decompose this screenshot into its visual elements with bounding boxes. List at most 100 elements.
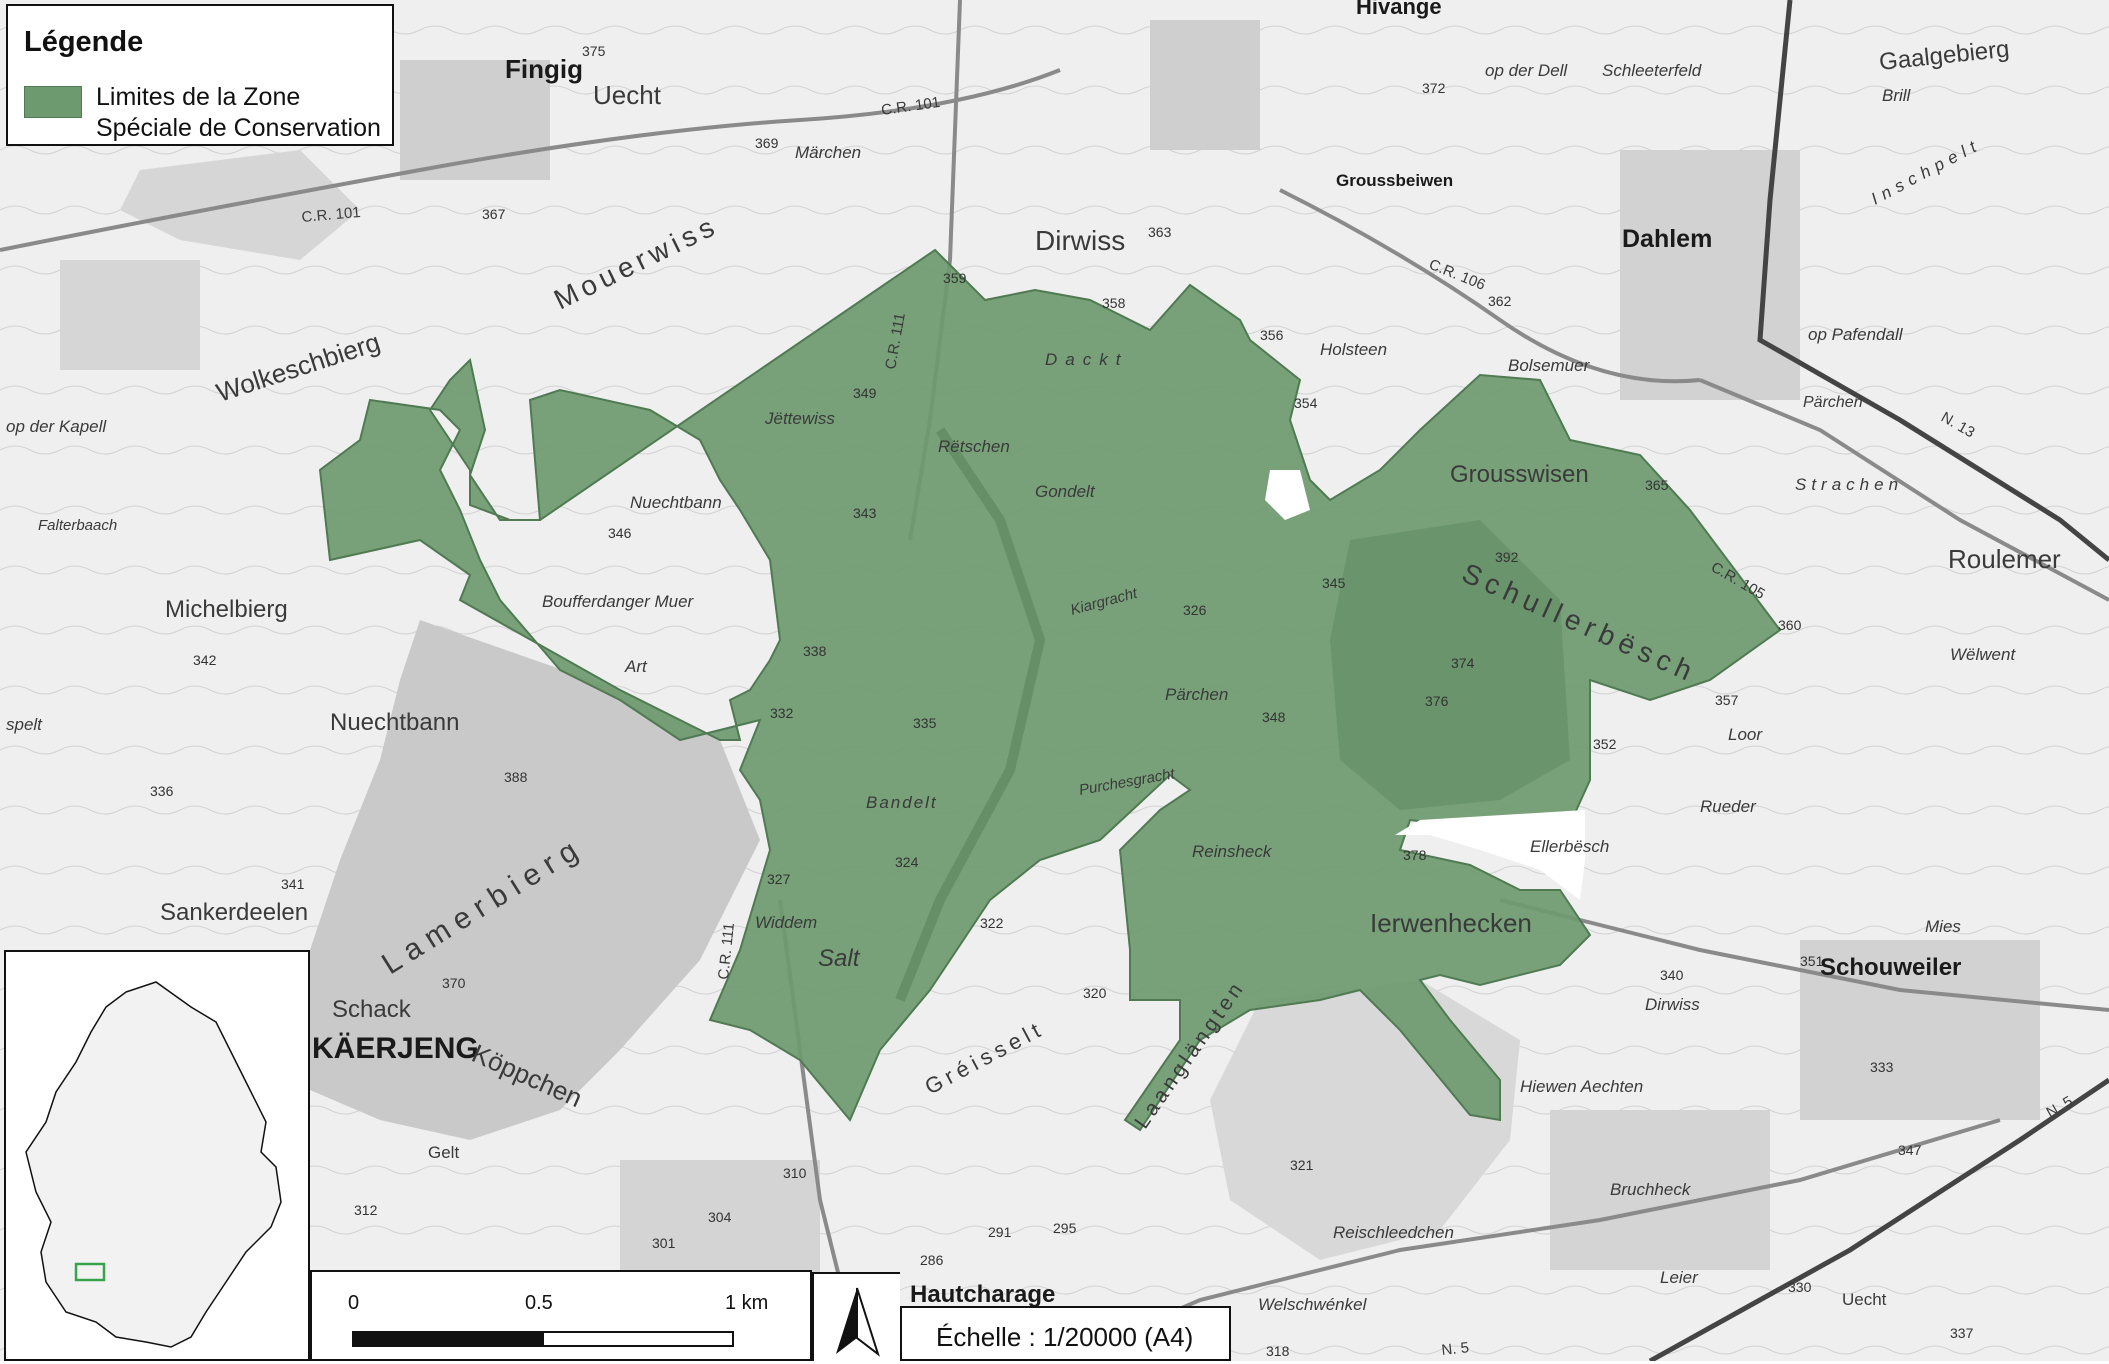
elev-333: 333 bbox=[1870, 1059, 1894, 1075]
elev-348: 348 bbox=[1262, 709, 1286, 725]
elev-322: 322 bbox=[980, 915, 1004, 931]
elev-356: 356 bbox=[1260, 327, 1284, 343]
north-arrow-icon bbox=[836, 1287, 880, 1357]
place-bolsemuer: Bolsemuer bbox=[1508, 356, 1591, 375]
place-kaerjeng: KÄERJENG bbox=[312, 1032, 479, 1065]
elev-360: 360 bbox=[1778, 617, 1802, 633]
place-dirwiss: Dirwiss bbox=[1035, 225, 1125, 256]
place-uecht-nw: Uecht bbox=[593, 80, 662, 110]
place-loor: Loor bbox=[1728, 725, 1763, 744]
place-marchen: Märchen bbox=[795, 143, 861, 162]
elev-304: 304 bbox=[708, 1209, 732, 1225]
elev-336: 336 bbox=[150, 783, 174, 799]
elev-352: 352 bbox=[1593, 736, 1617, 752]
place-nuechtbann: Nuechtbann bbox=[330, 709, 459, 736]
place-sankerdeelen: Sankerdeelen bbox=[160, 899, 308, 926]
elev-359: 359 bbox=[943, 270, 967, 286]
place-bandelt: Bandelt bbox=[866, 793, 938, 812]
elev-330: 330 bbox=[1788, 1279, 1812, 1295]
elev-349: 349 bbox=[853, 385, 877, 401]
zone-clearing bbox=[1395, 810, 1585, 900]
elev-335: 335 bbox=[913, 715, 937, 731]
place-parchen-e: Pärchen bbox=[1803, 394, 1863, 411]
place-schack: Schack bbox=[332, 996, 412, 1023]
elev-374: 374 bbox=[1451, 655, 1475, 671]
conservation-zone[interactable] bbox=[318, 248, 1782, 1132]
elev-358: 358 bbox=[1102, 295, 1126, 311]
elev-337: 337 bbox=[1950, 1325, 1974, 1341]
road-cr111b: C.R. 111 bbox=[715, 922, 738, 980]
place-op-der-dell: op der Dell bbox=[1485, 61, 1568, 80]
elev-388: 388 bbox=[504, 769, 528, 785]
elev-295: 295 bbox=[1053, 1220, 1077, 1236]
elev-340: 340 bbox=[1660, 967, 1684, 983]
place-michelbierg: Michelbierg bbox=[165, 596, 288, 623]
locator-extent-rectangle bbox=[74, 1262, 106, 1282]
elev-376: 376 bbox=[1425, 693, 1449, 709]
elev-354: 354 bbox=[1294, 395, 1318, 411]
place-reischleedchen: Reischleedchen bbox=[1333, 1223, 1454, 1242]
place-welschwenkel: Welschwénkel bbox=[1258, 1295, 1368, 1314]
place-labels: Fingig Uecht Mouerwiss Wolkeschbierg Mic… bbox=[6, 0, 2061, 1314]
elev-312: 312 bbox=[354, 1202, 378, 1218]
elev-346: 346 bbox=[608, 525, 632, 541]
place-parchen: Pärchen bbox=[1165, 685, 1228, 704]
elev-370: 370 bbox=[442, 975, 466, 991]
scale-tick-0: 0 bbox=[348, 1292, 360, 1314]
zone-clearing-2 bbox=[1265, 470, 1310, 520]
elev-351: 351 bbox=[1800, 953, 1824, 969]
elev-369: 369 bbox=[755, 135, 779, 151]
locator-map-inset bbox=[4, 950, 310, 1361]
place-dahlem: Dahlem bbox=[1622, 225, 1712, 253]
elev-363: 363 bbox=[1148, 224, 1172, 240]
place-holsteen: Holsteen bbox=[1320, 340, 1387, 359]
legend-title: Légende bbox=[24, 26, 144, 58]
elevation-labels: 359 358 356 354 349 343 346 338 332 335 … bbox=[150, 43, 1974, 1359]
place-ellerbesch: Ellerbësch bbox=[1530, 837, 1609, 856]
elev-372: 372 bbox=[1422, 80, 1446, 96]
elev-320: 320 bbox=[1083, 985, 1107, 1001]
place-schouweiler: Schouweiler bbox=[1820, 954, 1961, 981]
place-strachen: Strachen bbox=[1795, 475, 1903, 494]
scale-bar: 0 0.5 1 km bbox=[310, 1270, 812, 1361]
elev-343: 343 bbox=[853, 505, 877, 521]
scale-ratio-box: Échelle : 1/20000 (A4) bbox=[900, 1306, 1231, 1361]
legend-swatch-zone bbox=[24, 86, 82, 118]
elev-318: 318 bbox=[1266, 1343, 1290, 1359]
elev-342: 342 bbox=[193, 652, 217, 668]
elev-327: 327 bbox=[767, 871, 791, 887]
elev-324: 324 bbox=[895, 854, 919, 870]
place-widdem: Widdem bbox=[755, 913, 817, 932]
elev-332: 332 bbox=[770, 705, 794, 721]
place-grousswisen: Grousswisen bbox=[1450, 461, 1589, 488]
place-uecht-se: Uecht bbox=[1842, 1290, 1887, 1309]
elev-357: 357 bbox=[1715, 692, 1739, 708]
elev-375: 375 bbox=[582, 43, 606, 59]
elev-347: 347 bbox=[1898, 1142, 1922, 1158]
place-dirwiss-e: Dirwiss bbox=[1645, 995, 1700, 1014]
elev-362: 362 bbox=[1488, 293, 1512, 309]
place-roulemer: Roulemer bbox=[1948, 544, 2061, 574]
place-hautcharage: Hautcharage bbox=[910, 1281, 1055, 1308]
place-mies: Mies bbox=[1925, 917, 1961, 936]
elev-326: 326 bbox=[1183, 602, 1207, 618]
railway bbox=[1648, 0, 2109, 1361]
elev-378: 378 bbox=[1403, 847, 1427, 863]
place-op-pafendall: op Pafendall bbox=[1808, 325, 1904, 344]
place-jettewiss: Jëttewiss bbox=[764, 409, 835, 428]
place-fingig: Fingig bbox=[505, 54, 583, 84]
place-reinsheck: Reinsheck bbox=[1192, 842, 1273, 861]
place-retschen: Rëtschen bbox=[938, 437, 1010, 456]
place-groussbeiwen: Groussbeiwen bbox=[1336, 171, 1453, 190]
luxembourg-outline bbox=[25, 981, 282, 1348]
road-n5a: N. 5 bbox=[1441, 1339, 1470, 1359]
place-welwent: Wëlwent bbox=[1950, 645, 2016, 664]
elev-392: 392 bbox=[1495, 549, 1519, 565]
scale-bar-graphic bbox=[352, 1331, 734, 1347]
place-boufferdanger-muer: Boufferdanger Muer bbox=[542, 592, 695, 611]
place-spelt: spelt bbox=[6, 715, 43, 734]
place-op-der-kapell: op der Kapell bbox=[6, 417, 107, 436]
zone-interior-valley bbox=[895, 427, 1046, 1002]
elev-310: 310 bbox=[783, 1165, 807, 1181]
